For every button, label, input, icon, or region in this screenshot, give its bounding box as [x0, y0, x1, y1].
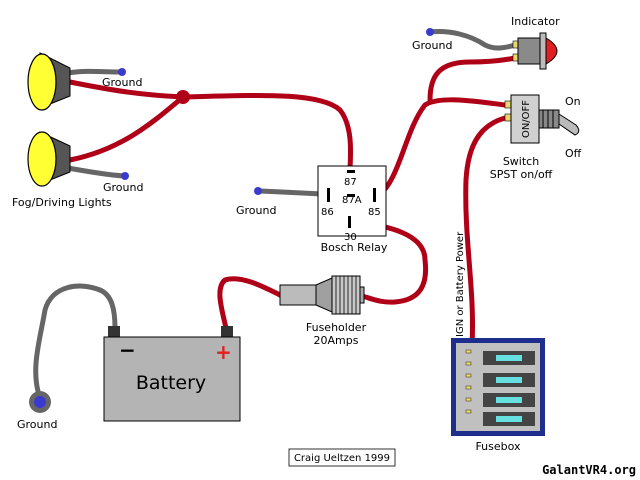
battery-plus-sign: + [215, 340, 232, 364]
wire-switch-to-fusebox [463, 115, 508, 348]
ground-wire-lamp-top [65, 68, 123, 76]
ground-label-indicator: Ground [412, 39, 452, 52]
ground-wire-lamp-bottom [65, 165, 127, 179]
fog-lights-label: Fog/Driving Lights [12, 196, 112, 209]
relay-pin-87a: 87A [342, 195, 362, 206]
ground-label-lamp-top: Ground [102, 76, 142, 89]
wire-lamp-top-to-splice [67, 79, 186, 100]
battery-positive-terminal [221, 326, 233, 338]
watermark: GalantVR4.org [542, 463, 636, 477]
battery-ground-lug-icon [29, 391, 51, 413]
fuseholder-rating-label: 20Amps [314, 334, 359, 347]
wire-relay-85-to-switch [375, 97, 508, 199]
fusebox-label: Fusebox [475, 440, 521, 453]
ground-label-battery: Ground [17, 418, 57, 431]
ground-wire-relay [257, 188, 325, 197]
relay-pin-85: 85 [368, 207, 381, 218]
relay-pin-87: 87 [344, 177, 357, 188]
battery-negative-terminal [108, 326, 120, 338]
relay-pin-87-blade [347, 170, 355, 173]
switch-type-label: SPST on/off [490, 168, 553, 181]
ground-terminal-icon [426, 28, 434, 36]
switch-name-label: Switch [503, 155, 539, 168]
ground-label-relay: Ground [236, 204, 276, 217]
relay-pin-30-blade [348, 216, 351, 228]
fusebox-icon [451, 338, 545, 436]
ground-terminal-icon [118, 68, 126, 76]
battery-icon: − + Battery [103, 326, 241, 422]
ground-label-lamp-bottom: Ground [103, 181, 143, 194]
relay-pin-87a-blade [347, 194, 355, 197]
relay-pin-86: 86 [321, 207, 334, 218]
credit-label: Craig Ueltzen 1999 [294, 453, 390, 464]
credit-box [288, 448, 396, 467]
wire-fuseholder-to-battery [217, 276, 283, 331]
ign-power-label: IGN or Battery Power [455, 231, 466, 337]
splice-node [176, 90, 190, 104]
power-wires [67, 55, 518, 348]
switch-face-label: ON/OFF [521, 100, 532, 138]
fog-light-bottom-icon [27, 131, 71, 187]
fuseholder-icon [279, 275, 365, 315]
ground-terminal-icon [121, 172, 129, 180]
relay-label: Bosch Relay [321, 241, 388, 254]
fog-light-top-icon [27, 52, 71, 111]
bosch-relay: 87 87A 86 85 30 [317, 165, 387, 243]
battery-label: Battery [136, 372, 206, 394]
toggle-switch-icon: ON/OFF [504, 94, 580, 144]
indicator-label: Indicator [511, 15, 560, 28]
fuseholder-label: Fuseholder [306, 321, 367, 334]
ground-wire-battery [33, 283, 118, 401]
wire-splice-to-relay-87 [180, 93, 354, 171]
indicator-light-icon [512, 32, 558, 70]
relay-pin-86-blade [327, 188, 330, 202]
switch-off-label: Off [565, 147, 582, 160]
wire-lamp-bottom-to-splice [67, 94, 186, 163]
switch-on-label: On [565, 95, 581, 108]
wire-relay-30-to-fuseholder [348, 219, 429, 305]
relay-pin-30: 30 [344, 232, 357, 243]
wire-indicator-branch [427, 55, 518, 103]
battery-minus-sign: − [119, 338, 136, 362]
ground-wires [33, 29, 518, 401]
relay-pin-85-blade [373, 188, 376, 202]
ground-wire-indicator [427, 29, 518, 51]
ground-terminal-icon [254, 187, 262, 195]
